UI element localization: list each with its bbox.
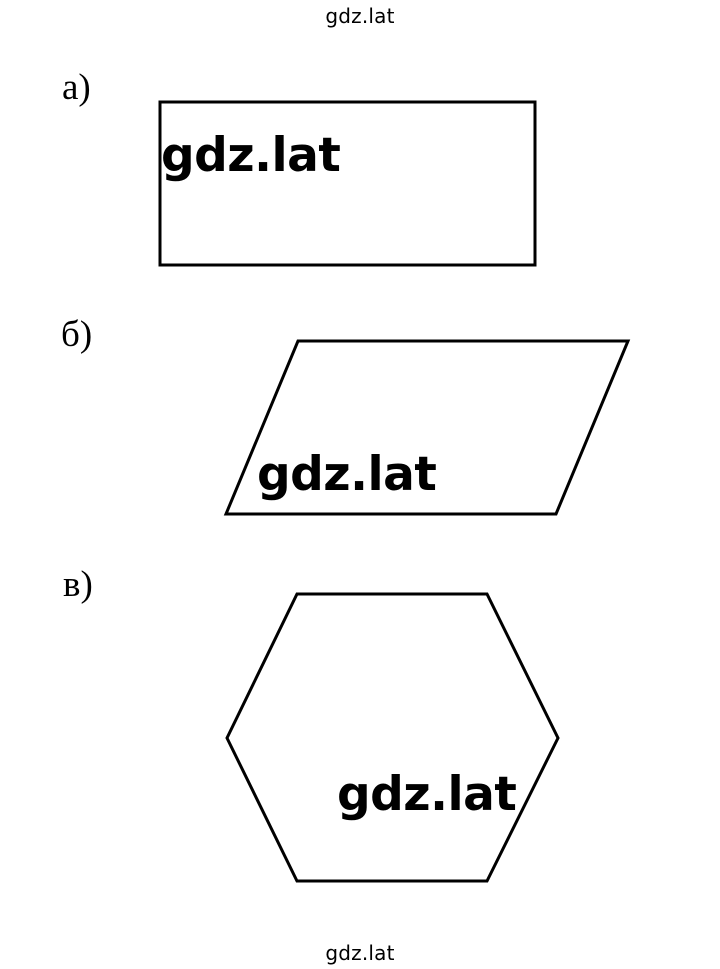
part-v-label: в) bbox=[63, 564, 93, 605]
part-b-label: б) bbox=[61, 314, 93, 355]
part-a-label: а) bbox=[62, 67, 91, 108]
rectangle-watermark: gdz.lat bbox=[161, 128, 341, 183]
bottom-watermark: gdz.lat bbox=[325, 941, 395, 965]
rectangle-shape bbox=[158, 100, 537, 267]
hexagon-shape bbox=[225, 592, 560, 883]
parallelogram-watermark: gdz.lat bbox=[257, 447, 437, 502]
parallelogram-shape bbox=[223, 339, 631, 516]
hexagon-watermark: gdz.lat bbox=[337, 767, 517, 822]
top-watermark: gdz.lat bbox=[325, 4, 395, 28]
